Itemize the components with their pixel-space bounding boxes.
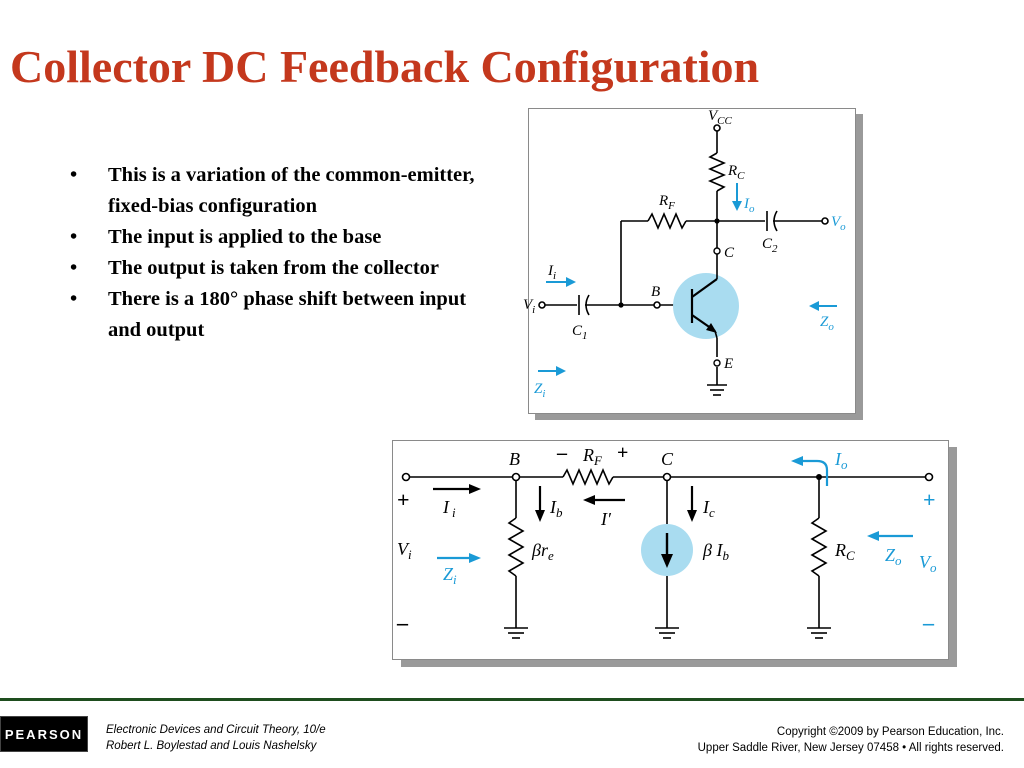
ii-label: Ii (547, 263, 556, 282)
eq-zi-label: Zi (443, 564, 457, 587)
pearson-logo: PEARSON (0, 716, 88, 752)
bullet-item: • There is a 180° phase shift between inp… (62, 284, 482, 346)
bullet-item: • The output is taken from the collector (62, 253, 482, 284)
copyright-line: Copyright ©2009 by Pearson Education, In… (776, 726, 1004, 738)
eq-minus-right: – (922, 610, 935, 635)
eq-plus-right: + (923, 487, 936, 512)
eq-collector-node-label: C (661, 449, 674, 469)
bullet-item: • The input is applied to the base (62, 222, 482, 253)
book-authors: Robert L. Boylestad and Louis Nashelsky (106, 740, 317, 752)
eq-zo-label: Zo (885, 545, 902, 568)
vcc-label: VCC (708, 108, 733, 127)
bullet-text: The output is taken from the collector (108, 257, 440, 279)
copyright-notice: Copyright ©2009 by Pearson Education, In… (698, 724, 1004, 756)
eq-rc-label: RC (834, 540, 855, 563)
pearson-logo-text: PEARSON (4, 726, 84, 742)
eq-io-label: Io (834, 449, 848, 472)
bullet-item: • This is a variation of the common-emitt… (62, 160, 482, 222)
bullet-dot: • (70, 257, 78, 279)
eq-rf-minus: – (556, 442, 568, 464)
zi-label: Zi (534, 381, 545, 400)
c1-label: C1 (572, 323, 588, 342)
vi-label: Vi (523, 297, 535, 316)
footer-divider (0, 698, 1024, 701)
circuit-figure (528, 108, 856, 414)
rc-label: RC (727, 163, 745, 182)
bullet-dot: • (70, 226, 78, 248)
bullet-dot: • (70, 164, 78, 186)
eq-base-node-label: B (509, 449, 520, 469)
zo-label: Zo (820, 314, 834, 333)
bullet-text: This is a variation of the common-emitte… (108, 164, 475, 217)
slide-title: Collector DC Feedback Configuration (10, 41, 760, 92)
book-title: Electronic Devices and Circuit Theory, 1… (106, 724, 326, 736)
bullet-text: The input is applied to the base (108, 226, 382, 248)
collector-node-label: C (724, 245, 735, 261)
vo-label: Vo (831, 214, 846, 233)
eq-rf-plus: + (617, 442, 628, 464)
eq-minus-left: – (396, 610, 409, 635)
eq-rf-label: RF (582, 445, 603, 468)
bullet-dot: • (70, 288, 78, 310)
rf-label: RF (658, 193, 675, 212)
eq-vo-label: Vo (919, 552, 937, 575)
circuit-diagram: VCC RC RF Io C2 Vo C Ii B Vi C1 Zo E Zi (523, 108, 846, 400)
eq-beta-re-label: βre (531, 540, 554, 563)
eq-vi-label: Vi (397, 539, 412, 562)
eq-beta-ib-label: β Ib (702, 540, 729, 563)
eq-iprime-label: I′ (600, 509, 612, 529)
eq-plus-left: + (397, 487, 410, 512)
eq-ic-label: Ic (702, 497, 715, 520)
emitter-node-label: E (723, 356, 733, 372)
bullet-list: • This is a variation of the common-emitt… (62, 160, 482, 346)
base-node-label: B (651, 284, 660, 300)
c2-label: C2 (762, 236, 778, 255)
publisher-address: Upper Saddle River, New Jersey 07458 • A… (697, 742, 1004, 754)
book-credit: Electronic Devices and Circuit Theory, 1… (106, 722, 326, 754)
eq-ib-label: Ib (549, 497, 563, 520)
io-label: Io (743, 196, 755, 215)
bullet-text: There is a 180° phase shift between inpu… (108, 288, 467, 341)
